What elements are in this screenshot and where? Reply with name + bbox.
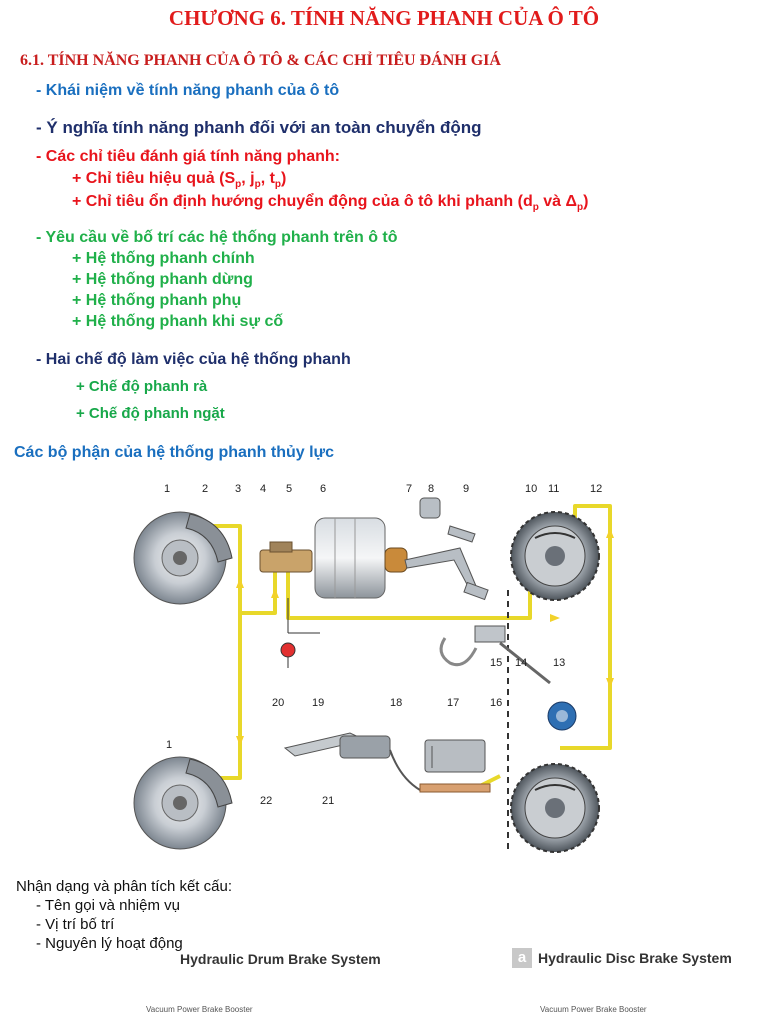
label-22: 22 (260, 795, 272, 807)
label-4: 4 (260, 483, 266, 495)
flow-arrows (236, 528, 614, 746)
bullet-khai-niem: - Khái niệm về tính năng phanh của ô tô (36, 82, 340, 99)
label-14: 14 (515, 657, 527, 669)
label-10: 10 (525, 483, 537, 495)
label-16: 16 (490, 697, 502, 709)
drum-brake-title: Hydraulic Drum Brake System (180, 951, 381, 967)
analysis-heading: Nhận dạng và phân tích kết cấu: (16, 878, 232, 895)
page-title: CHƯƠNG 6. TÍNH NĂNG PHANH CỦA Ô TÔ (168, 6, 600, 30)
label-5: 5 (286, 483, 292, 495)
label-19: 19 (312, 697, 324, 709)
label-15: 15 (490, 657, 502, 669)
analysis-point-2: - Vị trí bố trí (36, 916, 115, 933)
analysis-point-1: - Tên gọi và nhiệm vụ (36, 897, 180, 914)
bullet-y-nghia: - Ý nghĩa tính năng phanh đối với an toà… (36, 118, 482, 137)
figure-badge: a (512, 948, 532, 968)
label-8: 8 (428, 483, 434, 495)
label-7: 7 (406, 483, 412, 495)
bullet-che-do: - Hai chế độ làm việc của hệ thống phanh (36, 351, 351, 368)
label-1: 1 (164, 483, 170, 495)
che-do-ngat: + Chế độ phanh ngặt (76, 405, 225, 422)
disc-brake-title: Hydraulic Disc Brake System (538, 950, 732, 966)
he-thong-su-co: + Hệ thống phanh khi sự cố (72, 313, 284, 330)
bullet-yeu-cau: - Yêu cầu về bố trí các hệ thống phanh t… (36, 229, 398, 246)
brake-pedal (404, 497, 489, 601)
pressure-regulator (439, 625, 577, 731)
left-booster-caption: Vacuum Power Brake Booster (146, 1005, 253, 1014)
label-1-lower: 1 (166, 739, 172, 751)
label-11: 11 (548, 483, 559, 495)
vacuum-booster (314, 517, 408, 599)
label-6: 6 (320, 483, 326, 495)
master-cylinder (259, 541, 313, 573)
label-12: 12 (590, 483, 602, 495)
rear-drum-brake-bottom (510, 763, 600, 853)
front-disc-brake-bottom (133, 756, 233, 850)
diagram-number-labels: 1 2 3 4 5 6 7 8 9 10 11 12 13 14 15 16 1… (164, 483, 602, 807)
chi-tieu-hieu-qua: + Chỉ tiêu hiệu quả (Sp, jp, tp) (72, 170, 287, 191)
rear-drum-brake-top (510, 511, 600, 601)
he-thong-chinh: + Hệ thống phanh chính (72, 250, 255, 267)
he-thong-dung: + Hệ thống phanh dừng (72, 271, 253, 288)
chi-tieu-on-dinh: + Chỉ tiêu ổn định hướng chuyển động của… (72, 193, 589, 214)
analysis-point-3: - Nguyên lý hoạt động (36, 935, 183, 952)
label-13: 13 (553, 657, 565, 669)
label-20: 20 (272, 697, 284, 709)
label-9: 9 (463, 483, 469, 495)
label-18: 18 (390, 697, 402, 709)
cable-equalizer (419, 739, 491, 793)
warning-lamp (280, 598, 320, 668)
label-17: 17 (447, 697, 459, 709)
section-heading: 6.1. TÍNH NĂNG PHANH CỦA Ô TÔ & CÁC CHỈ … (20, 52, 501, 69)
label-2: 2 (202, 483, 208, 495)
diagram-heading: Các bộ phận của hệ thống phanh thủy lực (14, 444, 335, 461)
hydraulic-brake-diagram: 1 2 3 4 5 6 7 8 9 10 11 12 13 14 15 16 1… (133, 483, 614, 853)
he-thong-phu: + Hệ thống phanh phụ (72, 292, 242, 309)
che-do-ra: + Chế độ phanh rà (76, 378, 208, 395)
label-21: 21 (322, 795, 334, 807)
label-3: 3 (235, 483, 241, 495)
front-disc-brake-top (133, 511, 233, 605)
parking-brake-lever (283, 732, 480, 791)
bullet-chi-tieu: - Các chỉ tiêu đánh giá tính năng phanh: (36, 148, 340, 165)
right-booster-caption: Vacuum Power Brake Booster (540, 1005, 647, 1014)
